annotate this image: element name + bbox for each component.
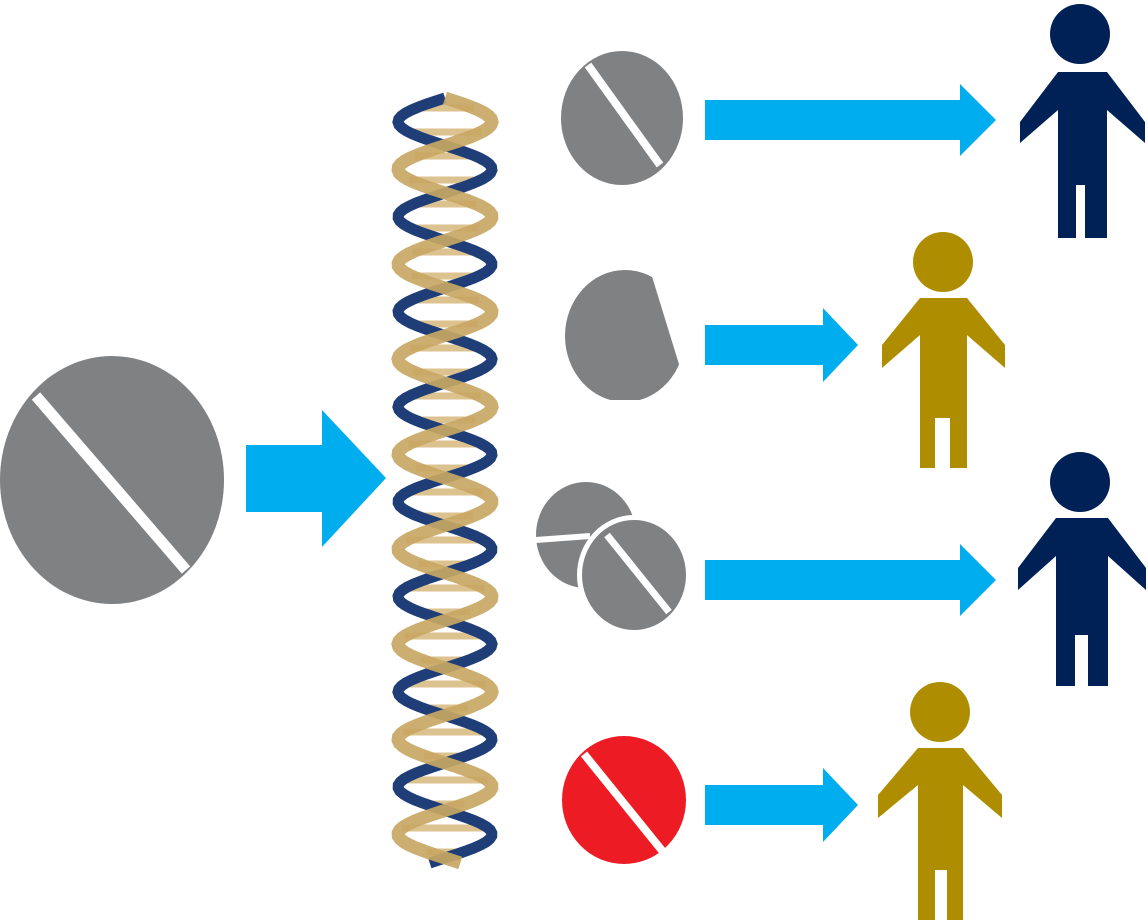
short-arrow xyxy=(705,308,858,382)
dna-strand-gold xyxy=(391,91,499,870)
navy-person-icon xyxy=(1018,452,1146,686)
input-arrow xyxy=(246,410,386,547)
dna-double-helix-icon xyxy=(391,91,499,870)
input-pill-icon xyxy=(0,356,224,604)
gold-person-icon xyxy=(878,682,1002,920)
outcome-row-4 xyxy=(562,682,1002,920)
long-arrow xyxy=(705,84,996,156)
navy-person-icon xyxy=(1020,4,1145,238)
outcome-row-2 xyxy=(565,232,1005,468)
full-pill-icon xyxy=(561,51,683,185)
gold-person-icon xyxy=(882,232,1005,468)
long-arrow xyxy=(705,544,996,616)
red-pill-icon xyxy=(562,736,686,864)
outcome-row-3 xyxy=(535,452,1146,686)
double-pill-icon xyxy=(535,482,691,635)
outcome-row-1 xyxy=(561,4,1145,238)
half-pill-icon xyxy=(565,270,685,400)
short-arrow xyxy=(705,768,858,842)
